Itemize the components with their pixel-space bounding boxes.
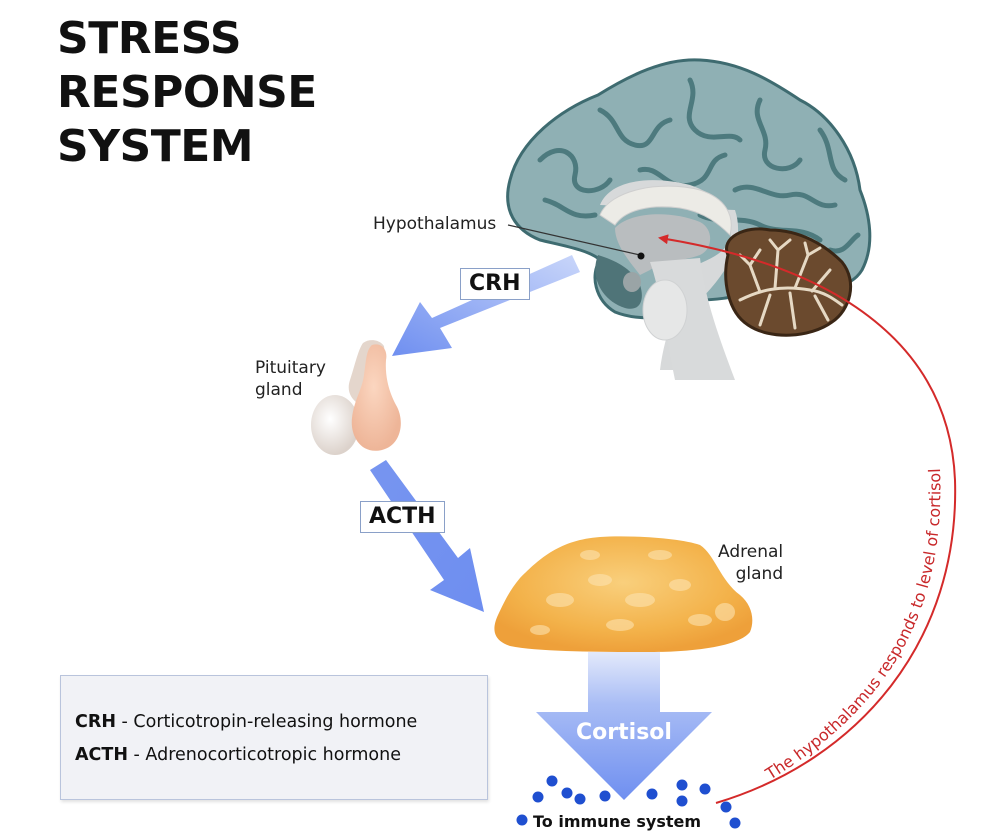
feedback-arrow xyxy=(658,234,957,804)
title-line-1: STRESS xyxy=(57,13,242,64)
molecule xyxy=(546,775,558,787)
legend-desc: - Corticotropin-releasing hormone xyxy=(115,712,418,732)
hypothalamus-marker xyxy=(637,252,645,260)
molecule xyxy=(561,787,573,799)
page-title: STRESS RESPONSE SYSTEM xyxy=(57,12,317,174)
legend-abbr: ACTH xyxy=(75,745,128,765)
molecule xyxy=(599,790,611,802)
hypothalamus-label: Hypothalamus xyxy=(373,214,497,234)
feedback-text-path: The hypothalamus responds to level of co… xyxy=(761,468,944,784)
pituitary-label: Pituitary gland xyxy=(255,357,326,401)
pons xyxy=(642,279,688,341)
adrenal-texture xyxy=(530,550,735,635)
molecule xyxy=(729,817,741,829)
cortisol-label: Cortisol xyxy=(576,720,672,745)
legend-abbr: CRH xyxy=(75,712,116,732)
cortisol-molecules xyxy=(516,775,741,829)
crh-tag: CRH xyxy=(460,268,530,300)
pituitary-stalk xyxy=(623,272,641,292)
adrenal-label: Adrenal gland xyxy=(718,541,783,585)
cerebellum-arbor-vitae xyxy=(738,238,844,330)
brain-icon xyxy=(506,58,872,380)
crh-arrow xyxy=(392,255,580,356)
molecule xyxy=(574,793,586,805)
acth-tag: ACTH xyxy=(360,501,445,533)
molecule xyxy=(699,783,711,795)
pituitary-label-line-1: Pituitary xyxy=(255,358,326,378)
title-line-2: RESPONSE xyxy=(57,67,317,118)
brain-gyri xyxy=(537,77,861,254)
molecule xyxy=(516,814,528,826)
cortisol-arrow xyxy=(536,652,712,800)
thalamus xyxy=(615,214,711,275)
hypothalamus-pointer-line xyxy=(507,224,641,256)
pituitary-label-line-2: gland xyxy=(255,380,303,400)
adrenal-label-line-1: Adrenal xyxy=(718,542,784,562)
molecule xyxy=(676,779,688,791)
legend-row-crh: CRH - Corticotropin-releasing hormone xyxy=(75,706,487,739)
pituitary-gland-icon xyxy=(311,340,401,455)
adrenal-gland-icon xyxy=(494,536,753,652)
molecule xyxy=(646,788,658,800)
abbreviation-legend: CRH - Corticotropin-releasing hormone AC… xyxy=(60,675,488,800)
legend-row-acth: ACTH - Adrenocorticotropic hormone xyxy=(75,739,487,772)
title-line-3: SYSTEM xyxy=(57,121,254,172)
corpus-callosum xyxy=(599,185,732,236)
temporal-lobe xyxy=(595,255,642,309)
acth-arrow xyxy=(370,460,484,612)
molecule xyxy=(720,801,732,813)
molecule xyxy=(532,791,544,803)
adrenal-label-line-2: gland xyxy=(735,564,784,584)
legend-desc: - Adrenocorticotropic hormone xyxy=(127,745,401,765)
to-immune-system-label: To immune system xyxy=(533,812,702,831)
molecule xyxy=(676,795,688,807)
feedback-text: The hypothalamus responds to level of co… xyxy=(761,468,944,784)
